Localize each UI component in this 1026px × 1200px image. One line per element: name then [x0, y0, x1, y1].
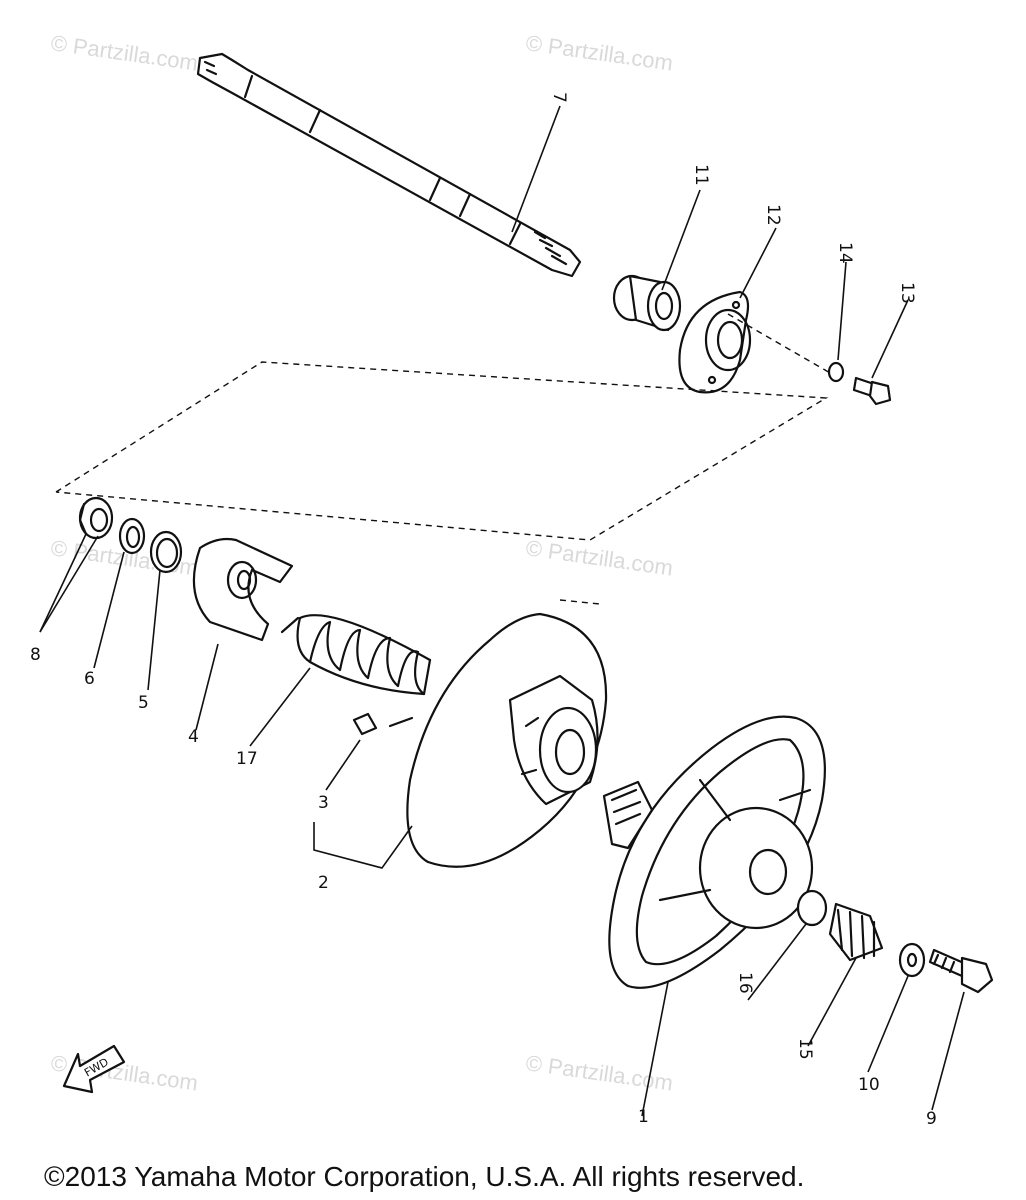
part-label-14: 14 — [835, 242, 855, 264]
bearing-holder-part-12 — [678, 290, 752, 394]
part-label-2: 2 — [318, 873, 329, 893]
bolt-part-13 — [852, 376, 892, 406]
sheave-part-2 — [406, 612, 608, 868]
leader-lines — [39, 105, 965, 1117]
part-label-16: 16 — [735, 972, 755, 994]
part-label-8: 8 — [30, 645, 41, 665]
weight-part-3 — [352, 712, 414, 736]
washer-part-6 — [118, 517, 146, 555]
watermark: © Partzilla.com — [49, 30, 199, 75]
collar-part-16 — [796, 889, 828, 927]
part-label-7: 7 — [549, 92, 569, 103]
cam-part-4 — [192, 537, 294, 642]
part-label-5: 5 — [138, 693, 149, 713]
bolt-part-9 — [928, 948, 994, 994]
watermark: © Partzilla.com — [524, 1050, 674, 1095]
spring-part-15 — [828, 902, 884, 962]
shaft-part-7 — [196, 52, 582, 278]
nut-part-14 — [827, 361, 845, 383]
watermark: © Partzilla.com — [524, 30, 674, 75]
watermark: © Partzilla.com — [524, 535, 674, 580]
part-label-12: 12 — [763, 204, 783, 226]
part-label-17: 17 — [236, 749, 258, 769]
part-label-10: 10 — [858, 1075, 880, 1095]
part-label-3: 3 — [318, 793, 329, 813]
washer-part-10 — [898, 942, 926, 978]
part-label-15: 15 — [795, 1038, 815, 1060]
copyright-notice: ©2013 Yamaha Motor Corporation, U.S.A. A… — [44, 1161, 804, 1192]
part-label-9: 9 — [926, 1109, 937, 1129]
hub-part-1 — [602, 715, 826, 989]
part-label-6: 6 — [84, 669, 95, 689]
spring-part-17 — [280, 614, 432, 696]
part-label-13: 13 — [897, 282, 917, 304]
nut-part-8 — [78, 496, 114, 540]
bearing-part-11 — [612, 274, 682, 332]
watermarks: © Partzilla.com © Partzilla.com © Partzi… — [49, 30, 674, 1095]
ring-part-5 — [149, 530, 183, 574]
part-label-11: 11 — [691, 164, 711, 186]
assembly-lines — [55, 313, 833, 605]
part-label-4: 4 — [188, 727, 199, 747]
part-label-1: 1 — [638, 1107, 649, 1127]
part-labels: 1 2 3 4 5 6 7 8 9 10 11 12 13 14 15 16 1… — [30, 92, 937, 1129]
